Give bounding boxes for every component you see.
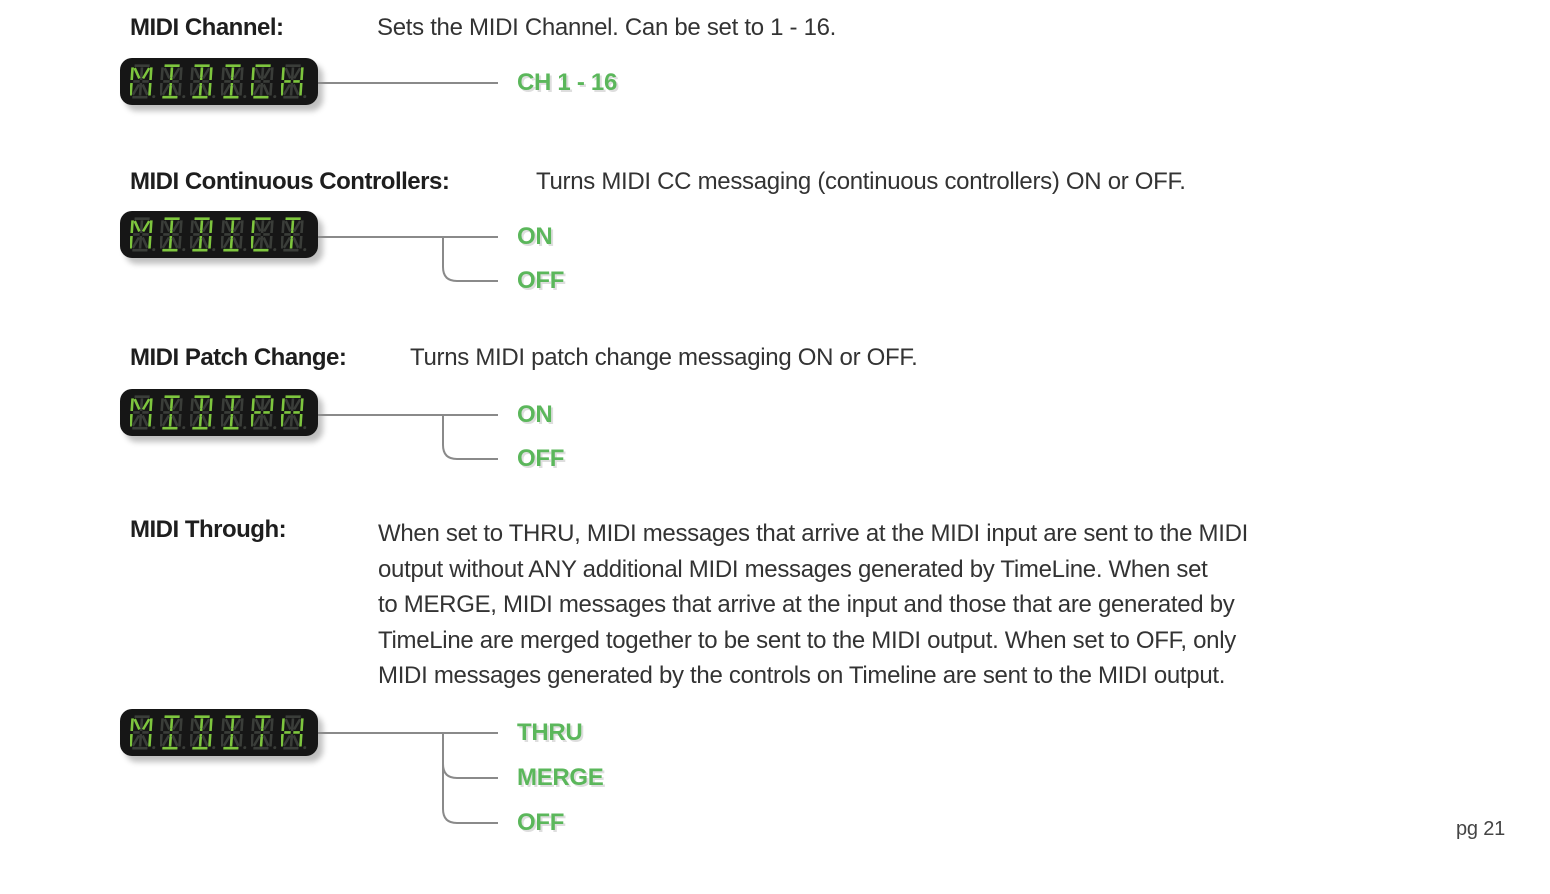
section-description-paragraph: When set to THRU, MIDI messages that arr… xyxy=(378,516,1248,694)
option-label-on: ON xyxy=(517,401,553,428)
led-segment-char xyxy=(280,394,307,430)
option-label-off: OFF xyxy=(517,267,565,294)
led-segment-char xyxy=(280,63,307,99)
section-description: Turns MIDI CC messaging (continuous cont… xyxy=(536,168,1186,195)
option-label-off: OFF xyxy=(517,809,565,836)
option-label-merge: MERGE xyxy=(517,764,604,791)
led-segment-char xyxy=(130,714,156,750)
section-heading: MIDI Through: xyxy=(130,516,287,543)
paragraph-line: to MERGE, MIDI messages that arrive at t… xyxy=(378,591,1235,619)
paragraph-line: TimeLine are merged together to be sent … xyxy=(378,626,1236,654)
led-segment-char xyxy=(250,714,277,750)
led-segment-char xyxy=(160,394,186,430)
led-segment-char xyxy=(280,714,307,750)
option-label-on: ON xyxy=(517,223,553,250)
led-segment-char xyxy=(220,63,246,99)
led-segment-char xyxy=(190,714,216,750)
led-segment-char xyxy=(160,63,186,99)
led-segment-char xyxy=(130,63,156,99)
led-segment-char xyxy=(190,216,216,252)
connector-lines xyxy=(318,236,498,282)
option-label-off: OFF xyxy=(517,445,565,472)
led-segment-char xyxy=(250,63,277,99)
led-display xyxy=(120,389,318,436)
led-display xyxy=(120,709,318,756)
led-segment-char xyxy=(250,216,277,252)
paragraph-line: When set to THRU, MIDI messages that arr… xyxy=(378,520,1248,547)
connector-lines xyxy=(318,414,498,460)
led-segment-char xyxy=(190,63,216,99)
page-number: pg 21 xyxy=(1456,818,1506,840)
led-display xyxy=(120,211,318,258)
led-segment-char xyxy=(160,216,186,252)
led-segment-char xyxy=(220,714,246,750)
connector-line xyxy=(318,82,498,84)
led-display xyxy=(120,58,318,105)
paragraph-line: MIDI messages generated by the controls … xyxy=(378,662,1226,690)
section-heading: MIDI Continuous Controllers: xyxy=(130,168,450,195)
led-segment-char xyxy=(190,394,216,430)
section-heading: MIDI Channel: xyxy=(130,14,284,41)
led-segment-char xyxy=(250,394,277,430)
led-segment-char xyxy=(130,394,156,430)
led-segment-char xyxy=(160,714,186,750)
section-heading: MIDI Patch Change: xyxy=(130,344,347,371)
paragraph-line: output without ANY additional MIDI messa… xyxy=(378,555,1208,583)
connector-lines xyxy=(318,732,498,824)
option-label-thru: THRU xyxy=(517,719,583,746)
led-segment-char xyxy=(280,216,307,252)
option-label-ch-range: CH 1 - 16 xyxy=(517,69,618,96)
section-description: Turns MIDI patch change messaging ON or … xyxy=(410,344,918,371)
led-segment-char xyxy=(220,394,246,430)
led-segment-char xyxy=(220,216,246,252)
section-description: Sets the MIDI Channel. Can be set to 1 -… xyxy=(377,14,837,41)
led-segment-char xyxy=(130,216,156,252)
